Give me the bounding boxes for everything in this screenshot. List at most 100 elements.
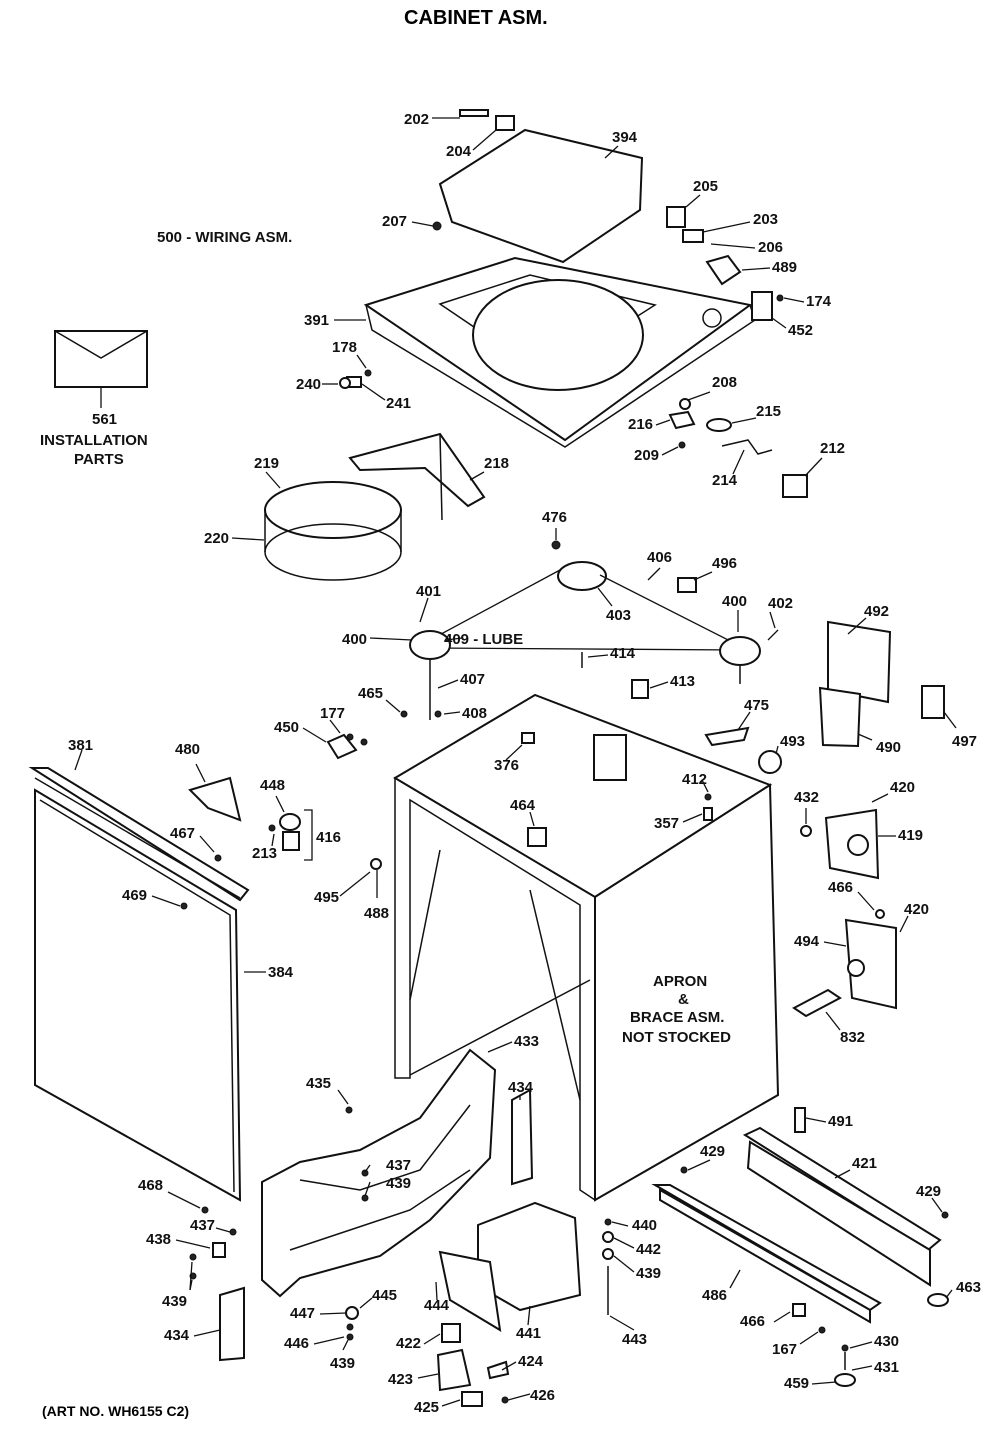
part-label: 391 [304, 312, 329, 329]
part-label: 203 [753, 211, 778, 228]
apron-note-line-2: & [678, 991, 689, 1008]
part-label: 489 [772, 259, 797, 276]
part-label: 466 [740, 1313, 765, 1330]
part-label: 475 [744, 697, 769, 714]
part-label: 424 [518, 1353, 544, 1370]
lube-note: 409 - LUBE [444, 631, 523, 648]
cabinet-top-part [363, 256, 756, 448]
part-label: 430 [874, 1333, 899, 1350]
part-label: 442 [636, 1241, 661, 1258]
part-label: 215 [756, 403, 781, 420]
cabinet-frame-part [393, 679, 780, 1202]
part-label: 402 [768, 595, 793, 612]
part-label: 497 [952, 733, 977, 750]
part-label: 435 [306, 1075, 331, 1092]
installation-parts-label-2: PARTS [74, 451, 124, 468]
part-label: 444 [424, 1297, 450, 1314]
part-label: 441 [516, 1325, 541, 1342]
part-label: 414 [610, 645, 636, 662]
part-label: 381 [68, 737, 93, 754]
apron-note-line-3: BRACE ASM. [630, 1009, 724, 1026]
part-label: 167 [772, 1341, 797, 1358]
lid-part [438, 128, 644, 264]
part-label: 439 [386, 1175, 411, 1192]
part-label: 426 [530, 1387, 555, 1404]
part-label: 208 [712, 374, 737, 391]
part-label: 486 [702, 1287, 727, 1304]
part-label: 464 [510, 797, 536, 814]
part-label: 213 [252, 845, 277, 862]
right-side-brackets [704, 620, 945, 1018]
part-label: 465 [358, 685, 383, 702]
part-label: 832 [840, 1029, 865, 1046]
side-panel-part [34, 788, 242, 1202]
apron-note-line-1: APRON [653, 973, 707, 990]
part-label: 439 [330, 1355, 355, 1372]
part-label: 178 [332, 339, 357, 356]
part-label: 177 [320, 705, 345, 722]
part-label: 469 [122, 887, 147, 904]
part-label: 491 [828, 1113, 853, 1130]
part-label: 401 [416, 583, 441, 600]
suspension-assembly [409, 540, 779, 720]
callout-leaders [74, 117, 957, 1407]
part-label: 494 [794, 933, 820, 950]
part-label: 419 [898, 827, 923, 844]
part-label: 452 [788, 322, 813, 339]
installation-parts-envelope [54, 330, 148, 408]
part-label: 437 [190, 1217, 215, 1234]
part-label: 438 [146, 1231, 171, 1248]
part-label: 421 [852, 1155, 877, 1172]
part-label: 433 [514, 1033, 539, 1050]
wiring-assembly-note: 500 - WIRING ASM. [157, 229, 292, 246]
part-label: 459 [784, 1375, 809, 1392]
part-label: 440 [632, 1217, 657, 1234]
part-label: 466 [828, 879, 853, 896]
top-front-panel-part [28, 767, 250, 902]
part-label: 214 [712, 472, 738, 489]
part-label: 202 [404, 111, 429, 128]
part-label: 408 [462, 705, 487, 722]
part-label: 422 [396, 1335, 421, 1352]
part-label: 488 [364, 905, 389, 922]
part-label: 400 [342, 631, 367, 648]
part-label: 493 [780, 733, 805, 750]
base-frame-part [261, 1048, 497, 1298]
part-label: 480 [175, 741, 200, 758]
part-label: 413 [670, 673, 695, 690]
diagram-title: CABINET ASM. [404, 7, 548, 29]
part-label: 240 [296, 376, 321, 393]
lid-hinge-parts [339, 109, 808, 498]
part-label: 400 [722, 593, 747, 610]
part-label: 468 [138, 1177, 163, 1194]
art-number: (ART NO. WH6155 C2) [42, 1403, 189, 1419]
part-label: 496 [712, 555, 737, 572]
part-label: 467 [170, 825, 195, 842]
part-label: 425 [414, 1399, 439, 1416]
part-label: 384 [268, 964, 294, 981]
part-label: 476 [542, 509, 567, 526]
part-label: 212 [820, 440, 845, 457]
part-label: 446 [284, 1335, 309, 1352]
part-label: 447 [290, 1305, 315, 1322]
part-label: 439 [636, 1265, 661, 1282]
part-label: 219 [254, 455, 279, 472]
part-label: 445 [372, 1287, 397, 1304]
part-label: 216 [628, 416, 653, 433]
part-label: 218 [484, 455, 509, 472]
part-label: 407 [460, 671, 485, 688]
part-label: 209 [634, 447, 659, 464]
part-label: 357 [654, 815, 679, 832]
tub-brace-part [348, 432, 486, 521]
tub-ring-part [264, 481, 402, 581]
part-label: 432 [794, 789, 819, 806]
part-label: 241 [386, 395, 411, 412]
part-label: 429 [916, 1183, 941, 1200]
part-label: 492 [864, 603, 889, 620]
part-label: 205 [693, 178, 718, 195]
part-label: 174 [806, 293, 832, 310]
part-label: 429 [700, 1143, 725, 1160]
part-label: 490 [876, 739, 901, 756]
part-label: 403 [606, 607, 631, 624]
